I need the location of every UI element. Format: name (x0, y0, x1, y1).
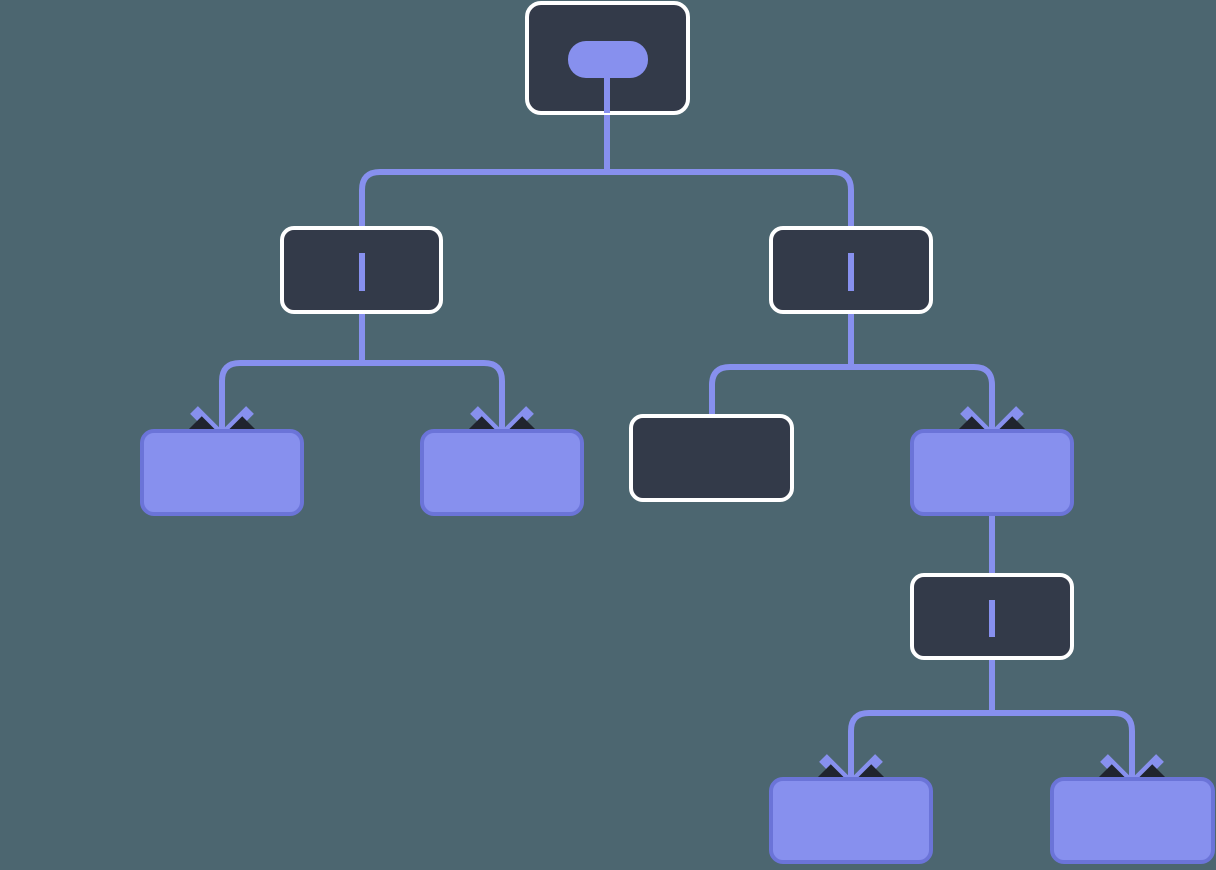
tree-node-l4-b[interactable] (1050, 777, 1215, 864)
edge-l1left-to-children (219, 360, 505, 432)
edge-root-to-level1 (359, 169, 854, 240)
node-layer-dark (280, 1, 1074, 660)
edge-through-node-layer (359, 253, 995, 637)
edge-l1right-to-children (709, 364, 995, 432)
node-layer-purple (140, 429, 1215, 864)
tree-node-l2-c[interactable] (629, 414, 794, 502)
tree-node-l2-d[interactable] (910, 429, 1074, 516)
root-pill-shape[interactable] (568, 41, 648, 78)
root-pill-group (568, 41, 648, 113)
tree-node-l4-a[interactable] (769, 777, 933, 864)
tree-node-l2-a[interactable] (140, 429, 304, 516)
tree-node-l2-b[interactable] (420, 429, 584, 516)
edge-l3a-to-children (848, 710, 1135, 780)
